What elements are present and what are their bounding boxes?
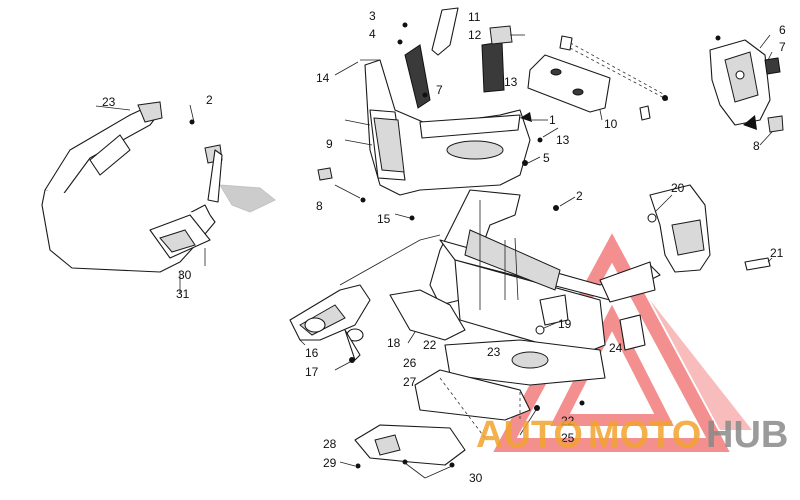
- watermark-auto: AUTO: [476, 414, 583, 456]
- callout-2-center: 2: [576, 189, 583, 203]
- callout-22-right: 22: [561, 414, 575, 428]
- skid-plates: [339, 339, 606, 479]
- callout-2-left: 2: [206, 93, 213, 107]
- callout-20: 20: [671, 181, 685, 195]
- callout-25: 25: [561, 431, 575, 445]
- ski-bracket: [289, 234, 441, 371]
- side-frame-bracket: [647, 184, 773, 273]
- callout-18: 18: [387, 336, 401, 350]
- callout-29: 29: [323, 456, 337, 470]
- callout-21: 21: [770, 246, 784, 260]
- watermark-text: AUTO MOTO HUB: [476, 414, 788, 456]
- callout-6: 6: [779, 23, 786, 37]
- callout-23-left: 23: [102, 95, 116, 109]
- callout-labels: 23 2 30 31 3 4 11 12 13 14 7 9 8 15 1 13…: [102, 9, 786, 485]
- callout-22-center: 22: [423, 338, 437, 352]
- callout-15: 15: [377, 212, 391, 226]
- steering-bracket: [639, 34, 784, 146]
- callout-14: 14: [316, 71, 330, 85]
- front-bumper: [41, 101, 276, 293]
- callout-17: 17: [305, 365, 319, 379]
- callout-13-center: 13: [556, 133, 570, 147]
- callout-1: 1: [549, 113, 556, 127]
- callout-31: 31: [176, 287, 190, 301]
- nose-assembly: [317, 7, 559, 221]
- watermark-hub: HUB: [706, 414, 788, 456]
- callout-30-bottom: 30: [469, 471, 483, 485]
- watermark-moto: MOTO: [588, 414, 701, 456]
- callout-28: 28: [323, 437, 337, 451]
- callout-30-left: 30: [178, 268, 192, 282]
- callout-13-top: 13: [504, 75, 518, 89]
- callout-12: 12: [468, 28, 482, 42]
- mounting-plate: [527, 35, 669, 121]
- callout-16: 16: [305, 346, 319, 360]
- callout-19: 19: [558, 317, 572, 331]
- callout-26: 26: [403, 356, 417, 370]
- callout-5: 5: [543, 151, 550, 165]
- callout-24: 24: [609, 341, 623, 355]
- callout-4: 4: [369, 27, 376, 41]
- callout-8-left: 8: [316, 199, 323, 213]
- callout-23-center: 23: [487, 345, 501, 359]
- callout-7-right: 7: [779, 40, 786, 54]
- callout-10: 10: [604, 117, 618, 131]
- callout-7-center: 7: [436, 83, 443, 97]
- callout-27: 27: [403, 375, 417, 389]
- callout-8-right: 8: [753, 139, 760, 153]
- callout-9: 9: [326, 137, 333, 151]
- main-frame: [389, 189, 661, 356]
- callout-3: 3: [369, 9, 376, 23]
- callout-11: 11: [468, 10, 481, 24]
